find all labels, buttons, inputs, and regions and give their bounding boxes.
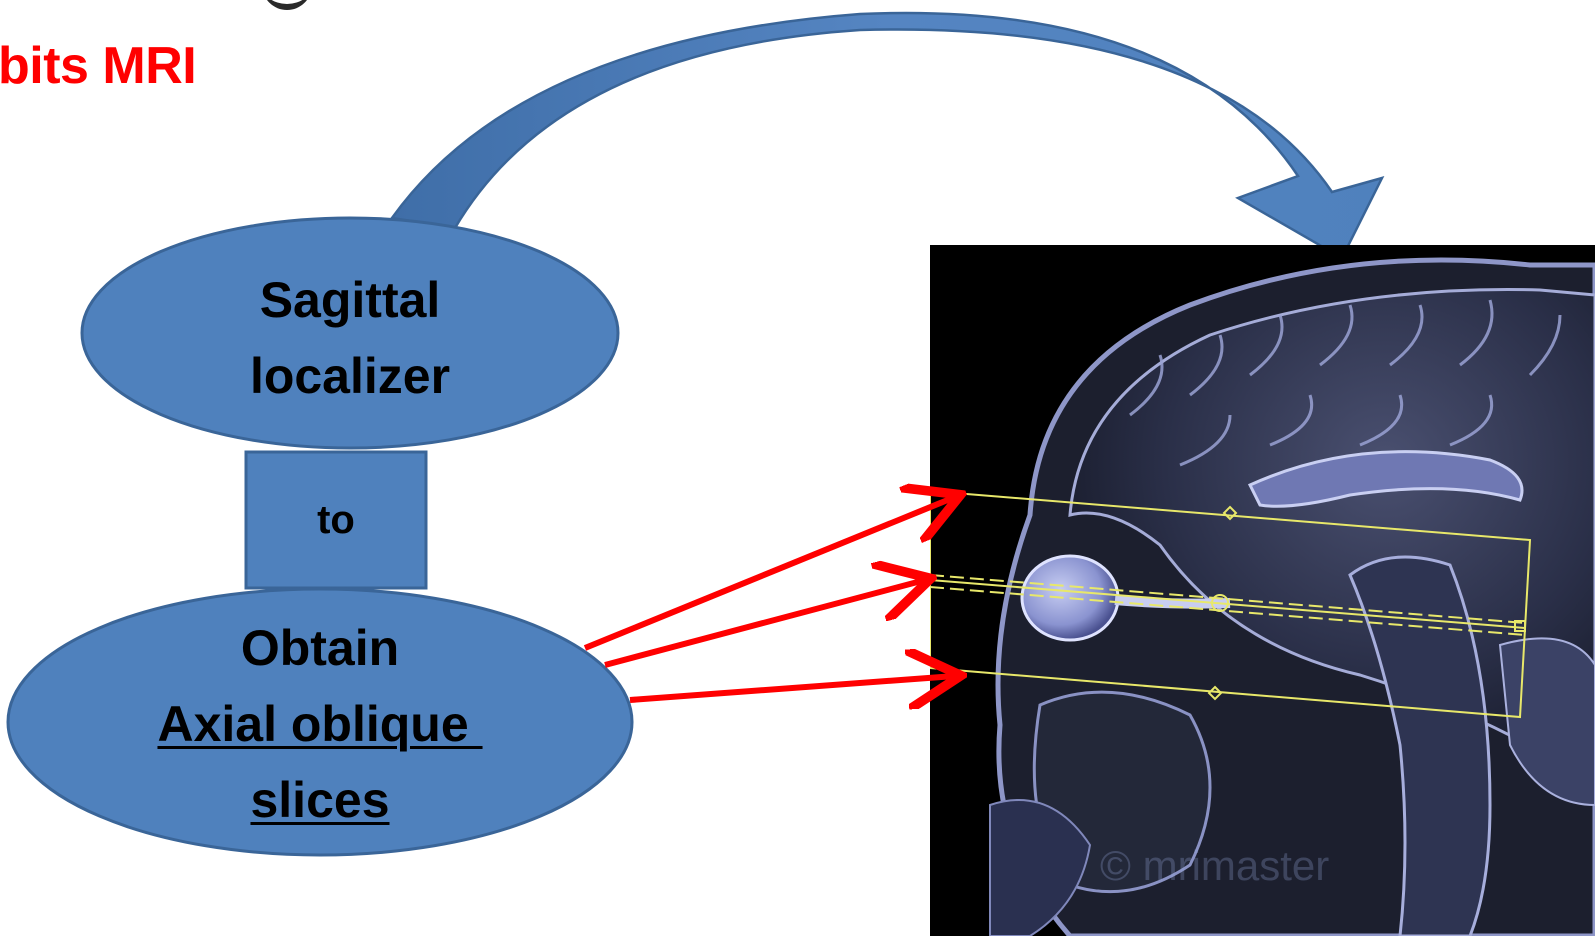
- axial-ellipse: [6, 587, 634, 857]
- slice-planning-box: [930, 489, 1532, 719]
- localizer-line1: Sagittal: [259, 272, 441, 328]
- connector-box: [244, 450, 428, 590]
- sagittal-mri-image: [930, 245, 1595, 936]
- localizer-line2: localizer: [249, 348, 451, 404]
- localizer-ellipse: [80, 216, 620, 450]
- slide-title: bits MRI: [0, 37, 197, 95]
- axial-line1: Obtain: [240, 620, 400, 676]
- connector-label: to: [317, 497, 355, 542]
- axial-line2: Axial oblique: [157, 696, 483, 752]
- axial-line3: slices: [250, 772, 390, 828]
- localizer-label: Sagittal localizer: [150, 262, 550, 414]
- axial-label: Obtain Axial oblique slices: [110, 610, 530, 838]
- title-fragment: [262, 0, 312, 10]
- image-watermark: © mrimaster: [1100, 842, 1330, 889]
- curved-arrow-body: [389, 11, 1385, 260]
